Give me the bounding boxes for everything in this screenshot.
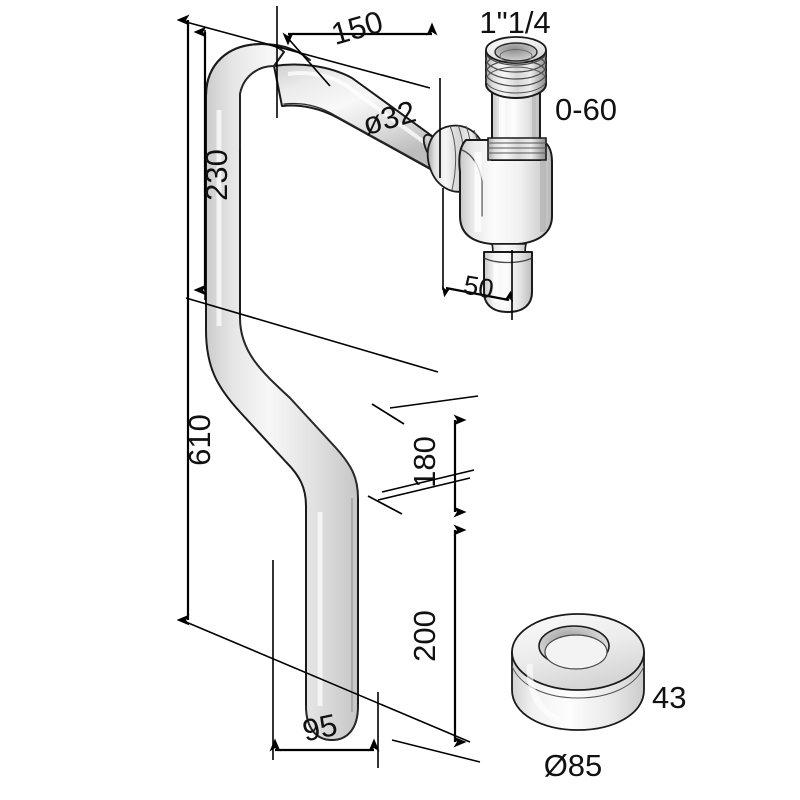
dimension-610-label: 610 (182, 414, 217, 466)
dimension-180-label: 180 (407, 436, 442, 488)
pipe-sbend-inner-edge (239, 317, 359, 499)
dimension-95-label: 95 (299, 707, 340, 748)
leader-lines (285, 35, 405, 515)
dimension-thread-label: 1"1/4 (479, 5, 550, 40)
riser-compression-band (487, 137, 547, 161)
escutcheon-ring (511, 613, 645, 731)
dimension-thread: 1"1/4 (479, 5, 550, 40)
dimension-95: 95 (269, 560, 380, 768)
dimension-0-60-label: 0-60 (555, 92, 617, 127)
threaded-coupling-nut (485, 36, 547, 100)
dimension-230-label: 230 (199, 149, 234, 201)
dimension-150-label: 150 (327, 4, 386, 52)
ring-highlight (526, 663, 562, 723)
dimension-d85: Ø85 (544, 748, 603, 783)
dimension-43: 43 (652, 680, 686, 715)
dimension-0-60: 0-60 (555, 92, 617, 127)
dimension-610: 610 (176, 14, 217, 626)
ring-seam (511, 665, 645, 699)
dimension-230: 230 (193, 26, 234, 300)
dimension-43-label: 43 (652, 680, 686, 715)
dimension-200-label: 200 (407, 610, 442, 662)
pipe-vertical-body (205, 43, 359, 741)
extension-lines-left (185, 21, 471, 743)
dimension-50-label: 50 (461, 270, 496, 305)
bottle-trap-body (426, 36, 553, 313)
nut-bore (494, 42, 538, 62)
ring-bore-inner (544, 634, 608, 670)
trap-outlet-seam (483, 257, 533, 264)
pipe-diagonal-shadow (283, 102, 431, 169)
pipe-elbow-inner-crease (239, 65, 275, 151)
dimension-50: 50 (441, 188, 514, 320)
dimension-180: 180 (377, 395, 479, 518)
dimension-d85-label: Ø85 (544, 748, 603, 783)
dimension-200: 200 (381, 469, 481, 763)
